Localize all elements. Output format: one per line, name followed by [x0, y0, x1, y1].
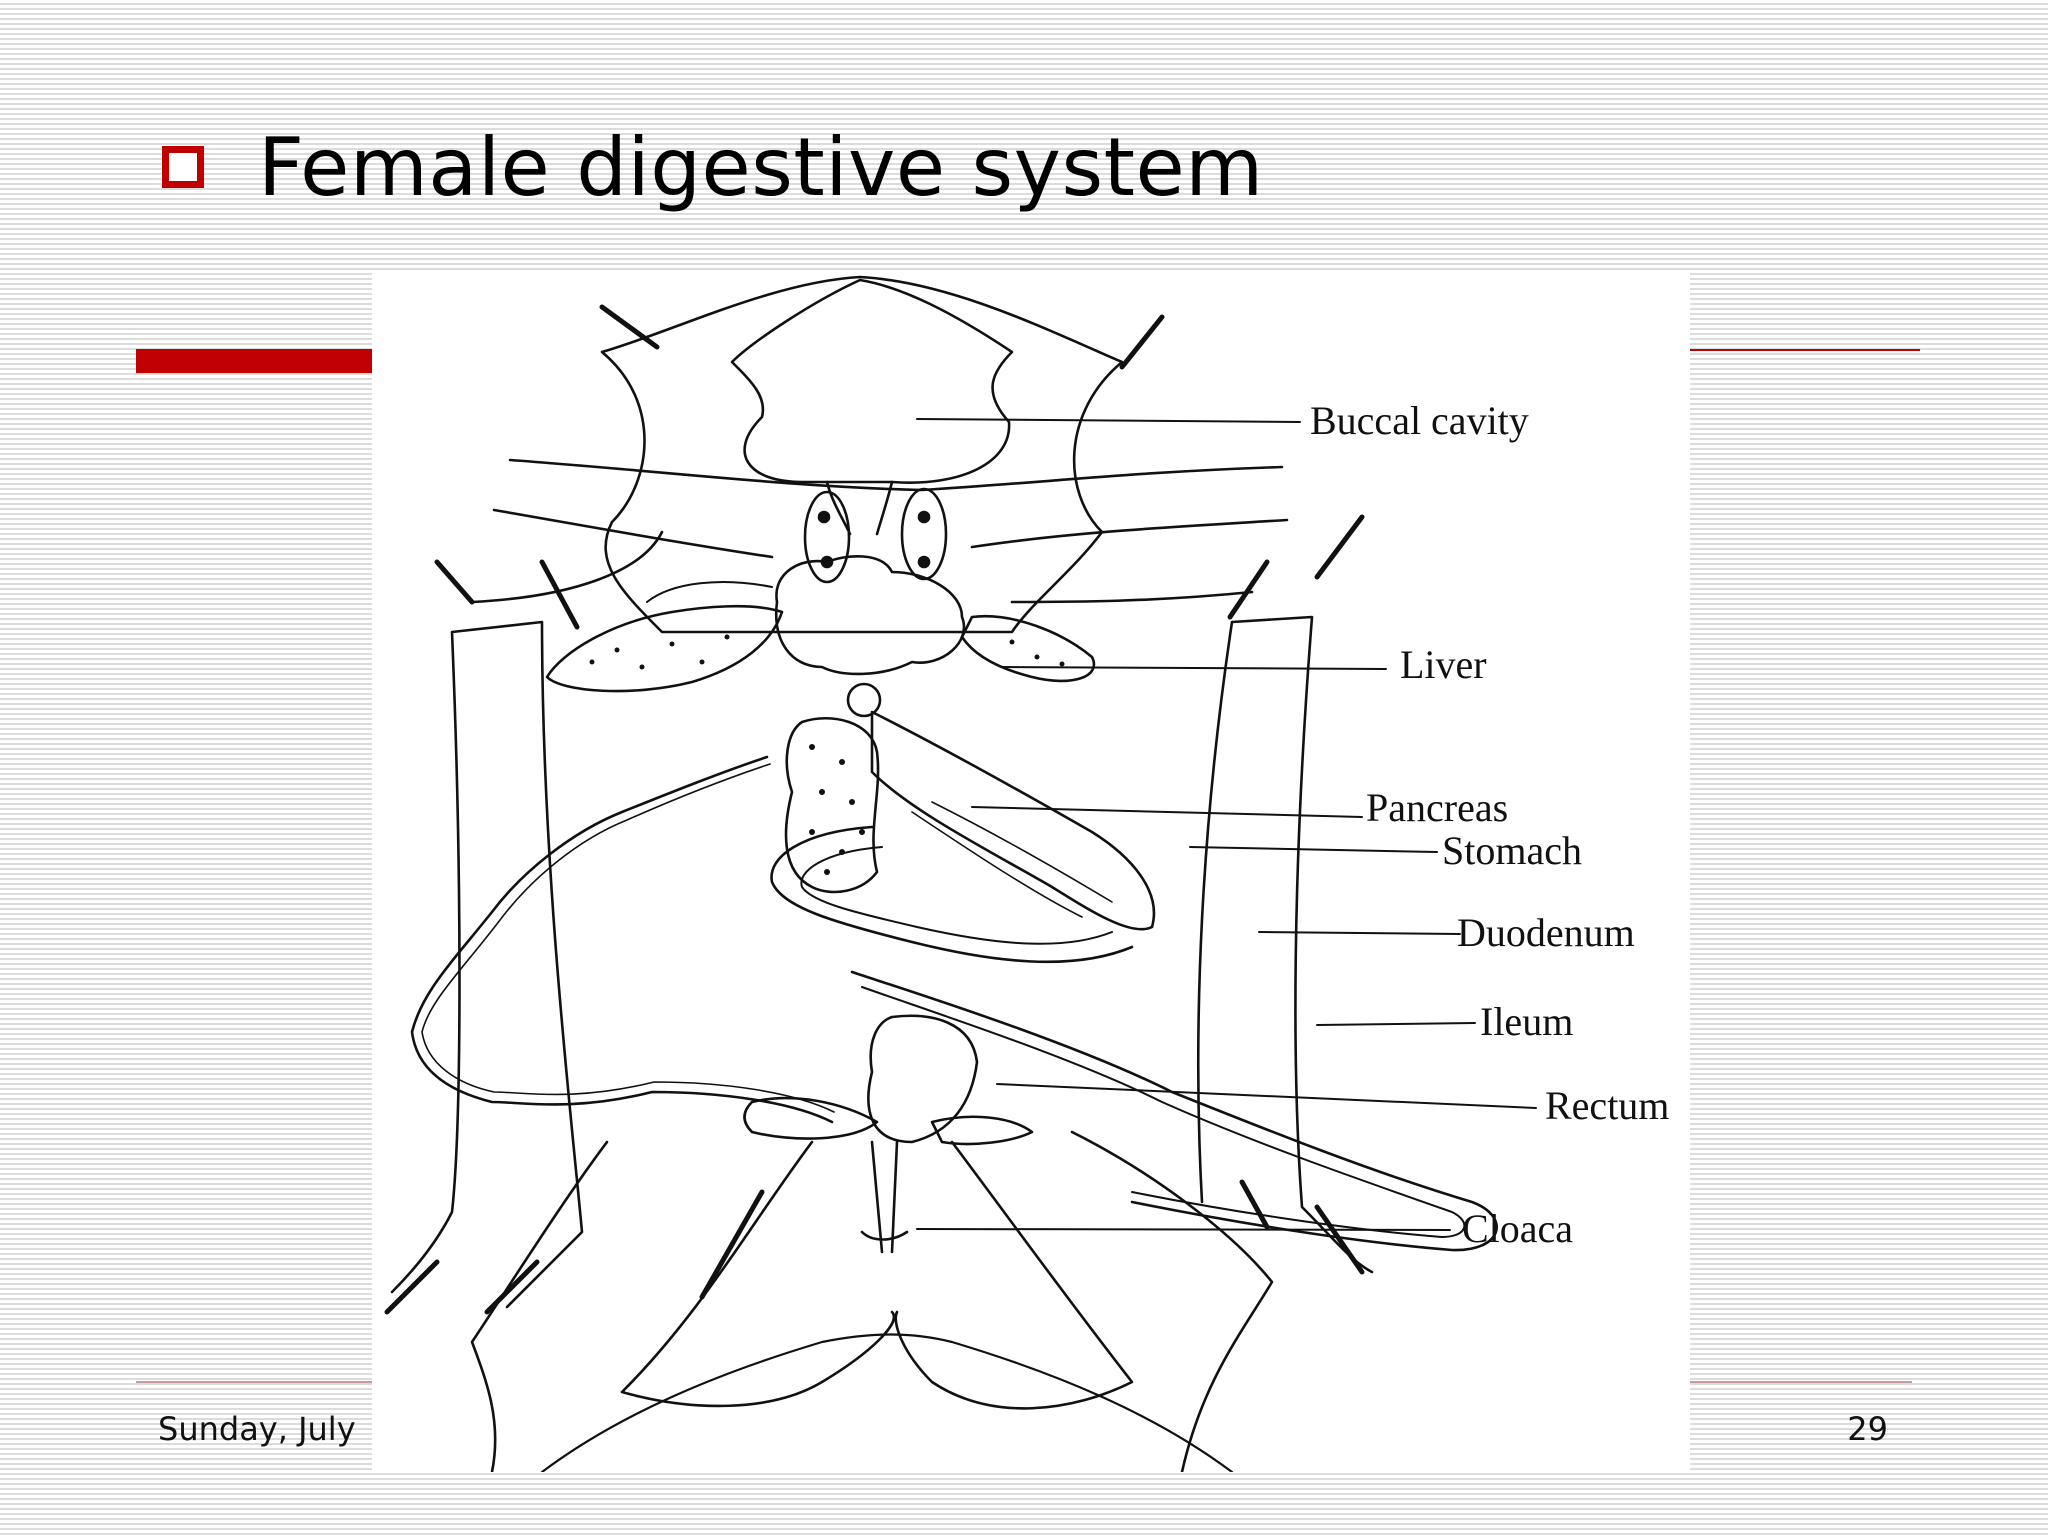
label-pancreas: Pancreas — [1366, 785, 1508, 830]
liver-right — [960, 614, 1096, 683]
dissection-pins — [384, 304, 1365, 1315]
rectum — [867, 1014, 979, 1144]
liver-center — [774, 554, 966, 676]
footer-date: Sunday, July — [158, 1410, 356, 1448]
leg-right — [1070, 1130, 1274, 1472]
label-buccal-cavity: Buccal cavity — [1310, 398, 1529, 443]
pancreas — [784, 716, 880, 894]
buccal-cavity — [730, 278, 1014, 484]
footer-divider-right — [1690, 1381, 1912, 1383]
label-liver: Liver — [1400, 642, 1487, 687]
fat-body-left — [743, 1096, 879, 1140]
head-outline — [600, 275, 1124, 634]
label-ileum: Ileum — [1480, 999, 1573, 1044]
liver-left — [545, 604, 784, 693]
jaw-line — [470, 530, 664, 604]
gall-bladder — [846, 682, 882, 718]
stomach — [870, 710, 1156, 931]
page-number: 29 — [1847, 1410, 1888, 1448]
footer-divider-left — [136, 1381, 376, 1383]
slide-title: Female digestive system — [258, 120, 1264, 214]
leg-inner-left — [620, 1140, 896, 1408]
fat-body-right — [930, 1115, 1034, 1146]
duodenum — [770, 825, 1134, 964]
left-lobe — [803, 490, 851, 584]
leg-inner-right — [894, 1140, 1134, 1410]
title-underline-thin — [1690, 349, 1920, 351]
body-outline — [390, 620, 584, 1309]
label-rectum: Rectum — [1545, 1083, 1669, 1128]
title-underline-bar — [136, 349, 376, 373]
frog-dissection-drawing: Buccal cavity Liver Pancreas Stomach Duo… — [384, 275, 1669, 1472]
leader-lines — [916, 418, 1537, 1231]
label-duodenum: Duodenum — [1457, 910, 1635, 955]
label-cloaca: Cloaca — [1462, 1206, 1573, 1251]
leg-left — [470, 1140, 609, 1472]
cloaca — [860, 1140, 909, 1254]
frog-dissection-figure: Buccal cavity Liver Pancreas Stomach Duo… — [372, 272, 1690, 1472]
label-stomach: Stomach — [1442, 828, 1582, 873]
jaw-line-right — [1010, 590, 1254, 604]
intestine-loop-left — [410, 755, 834, 1124]
ileum — [850, 970, 1498, 1252]
square-bullet-icon — [162, 146, 204, 188]
body-outline-right — [1196, 615, 1374, 1274]
title-row: Female digestive system — [162, 112, 1264, 222]
